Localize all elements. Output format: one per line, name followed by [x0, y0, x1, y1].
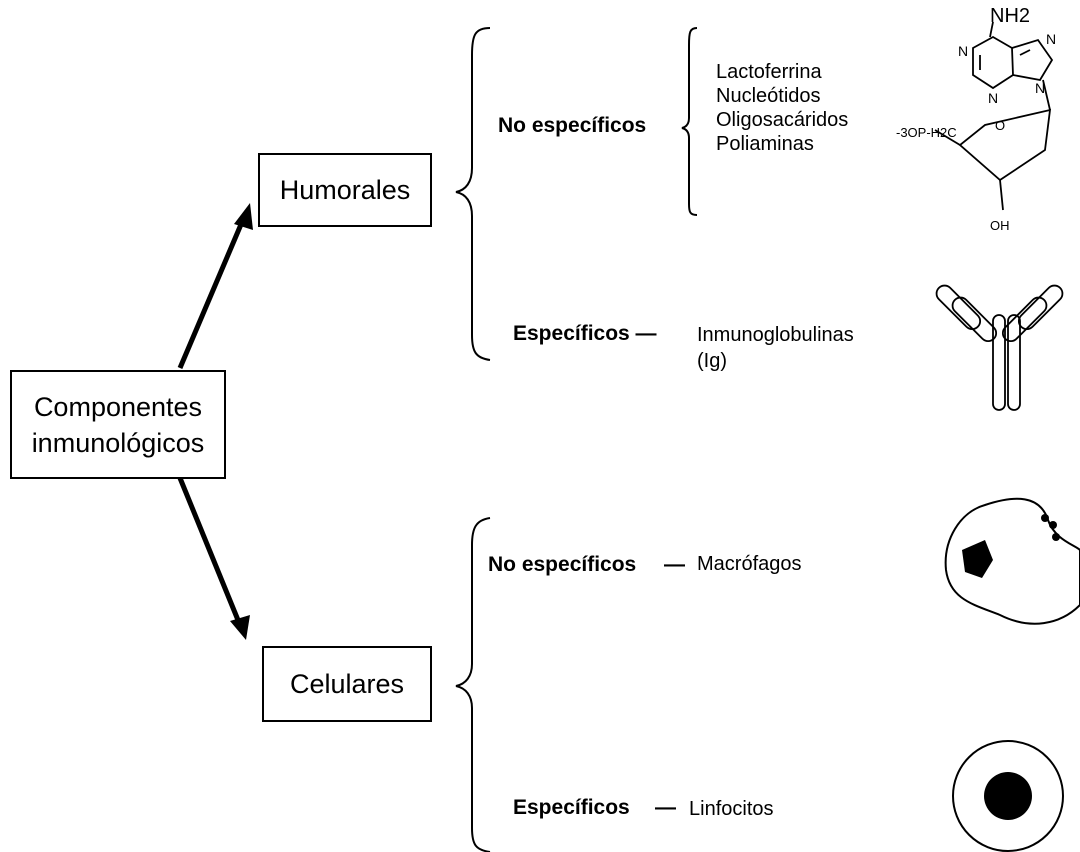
root-label-line1: Componentes	[33, 391, 203, 422]
n-label-1: N	[958, 43, 968, 59]
list-item: Nucleótidos	[716, 85, 821, 107]
celulares-especificos-label: Específicos	[513, 796, 630, 819]
oh-label: OH	[990, 218, 1010, 233]
linfocitos-label: Linfocitos	[689, 798, 774, 820]
antibody-icon	[935, 284, 1064, 411]
humorales-node: Humorales	[258, 153, 432, 227]
list-item: Poliaminas	[716, 133, 814, 155]
arrow-to-celulares	[177, 477, 243, 626]
humorales-label: Humorales	[279, 175, 411, 205]
arrow-to-humorales	[177, 214, 248, 369]
list-item: Lactoferrina	[716, 61, 822, 83]
humorales-no-especificos-label: No específicos	[498, 114, 647, 137]
phosphate-label: -3OP-H2C	[896, 125, 957, 140]
inmunoglobulinas-line2: (Ig)	[697, 350, 727, 372]
list-item: Oligosacáridos	[716, 109, 849, 131]
inmunoglobulinas-label: Inmunoglobulinas (Ig)	[697, 322, 854, 374]
arrow-head-humorales	[234, 203, 253, 230]
nh2-label: NH2	[990, 5, 1030, 27]
macrofagos-label: Macrófagos	[697, 553, 802, 575]
humorales-especificos-label: Específicos —	[513, 322, 657, 345]
celulares-brace	[455, 517, 491, 852]
inmunoglobulinas-line1: Inmunoglobulinas	[697, 324, 854, 346]
celulares-no-especificos-dash: —	[664, 553, 685, 576]
celulares-no-especificos-label: No específicos	[488, 553, 637, 576]
celulares-node: Celulares	[262, 646, 432, 722]
lymphocyte-icon	[952, 740, 1064, 852]
root-label-line2: inmunológicos	[31, 427, 205, 458]
arrow-head-celulares	[230, 615, 250, 640]
celulares-especificos-dash: —	[655, 796, 676, 819]
root-node: Componentes inmunológicos	[10, 370, 226, 479]
n-label-2: N	[1046, 31, 1056, 47]
o-label: O	[995, 118, 1005, 133]
nucleotide-structure-icon	[934, 21, 1054, 211]
no-especificos-brace	[681, 27, 698, 216]
n-label-3: N	[988, 90, 998, 106]
n-label-4: N	[1035, 80, 1045, 96]
humorales-brace	[455, 27, 491, 361]
macrophage-icon	[944, 497, 1080, 625]
humorales-no-especificos-list: Lactoferrina Nucleótidos Oligosacáridos …	[716, 60, 848, 156]
celulares-label: Celulares	[289, 669, 405, 699]
